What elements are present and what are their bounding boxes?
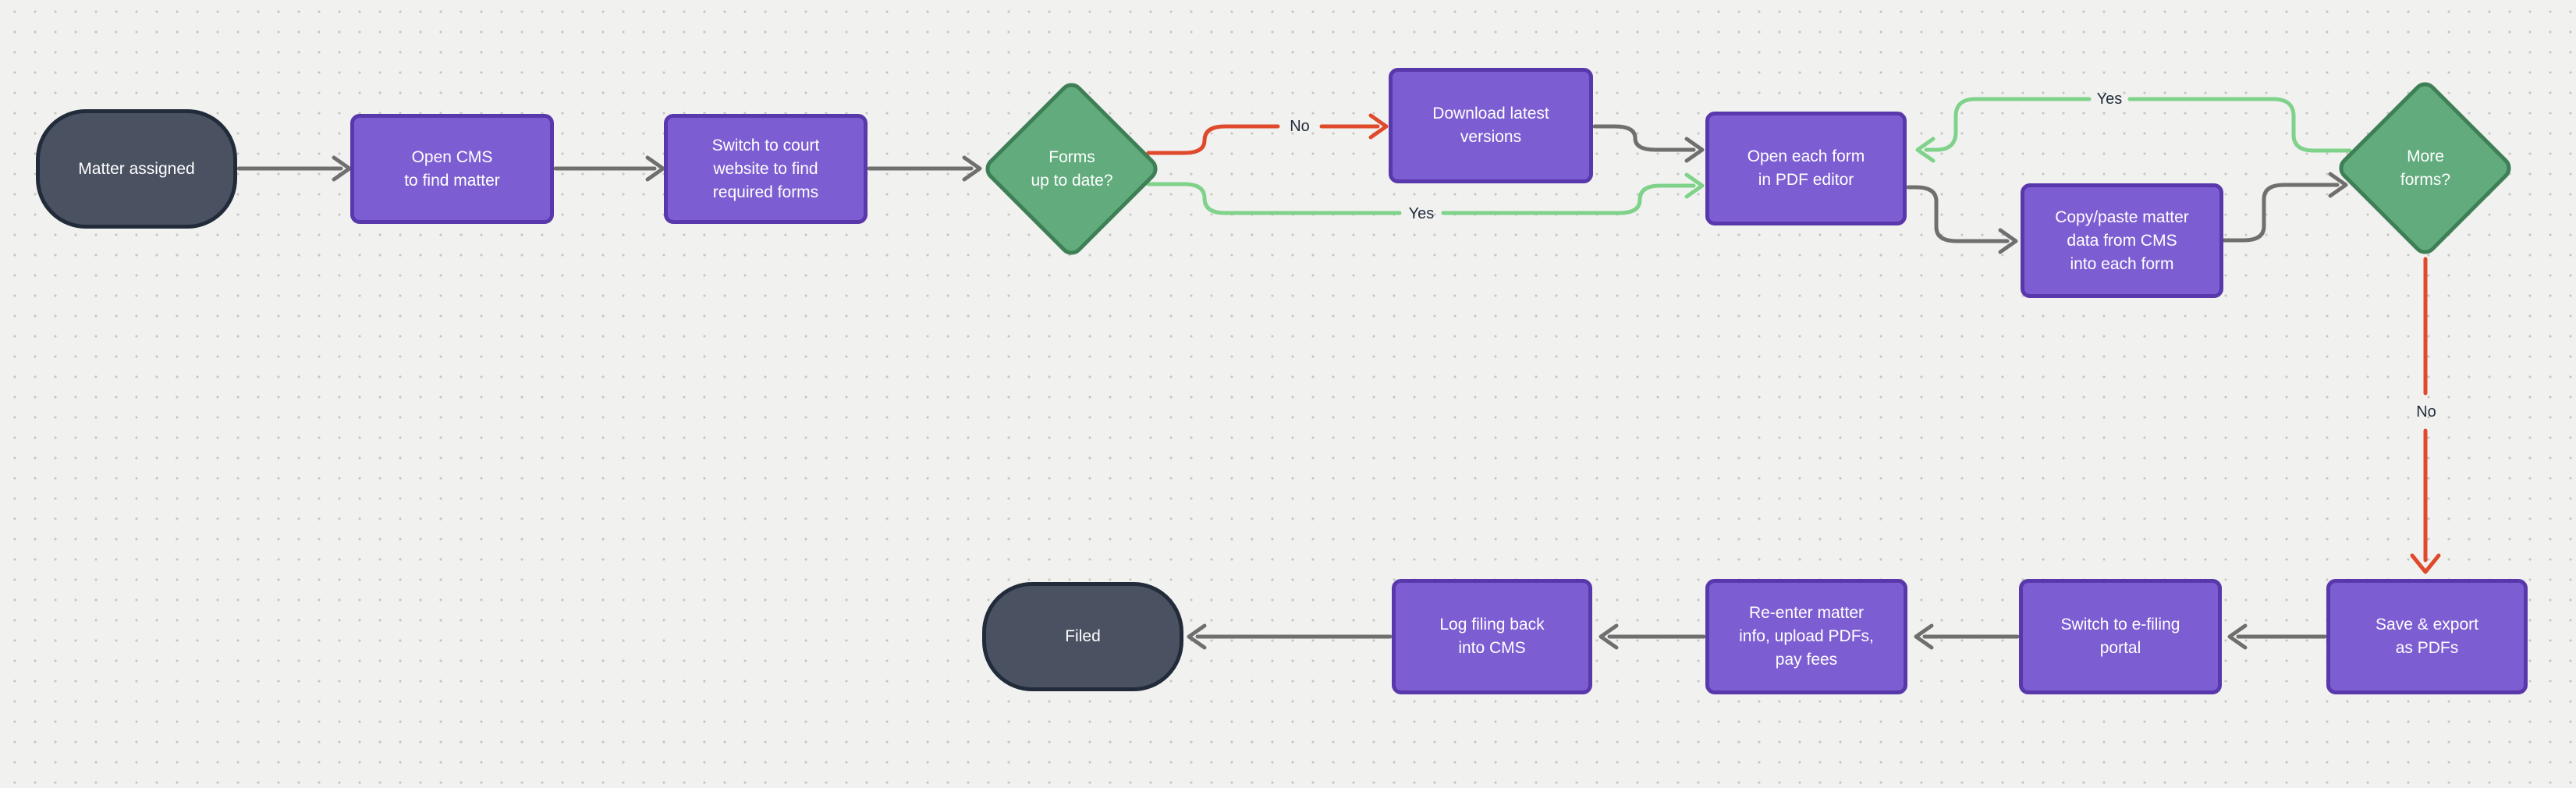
node-filed-label: Filed [1065,627,1101,645]
node-filed[interactable]: Filed [982,582,1183,691]
edge-reenter-to-log-filing[interactable] [1598,623,1706,650]
edge-open-cms-to-court-website[interactable] [553,155,665,182]
node-reenter-matter-info-label: Re-enter matter info, upload PDFs, pay f… [1739,604,1874,669]
edge-label-forms-no: No [1290,118,1310,135]
node-log-filing-back-label: Log filing back into CMS [1439,616,1545,657]
node-open-each-form[interactable]: Open each form in PDF editor [1705,112,1907,225]
node-more-forms-label: More forms? [2400,147,2451,189]
edge-start-to-open-cms[interactable] [236,155,352,182]
edge-efiling-to-reenter[interactable] [1914,623,2020,650]
node-open-cms[interactable]: Open CMS to find matter [350,114,554,224]
edge-more-forms-yes-loop[interactable] [1915,97,2352,163]
edge-copy-paste-to-more-forms[interactable] [2221,172,2348,243]
edge-open-each-form-to-copy-paste[interactable] [1906,185,2018,254]
node-forms-up-to-date-label: Forms up to date? [1031,148,1113,190]
edge-log-filing-to-filed[interactable] [1187,623,1393,650]
node-save-export-pdfs[interactable]: Save & export as PDFs [2326,579,2528,694]
node-matter-assigned-label: Matter assigned [78,159,195,178]
edge-forms-yes-to-open-each-form[interactable] [1146,172,1705,215]
edge-more-forms-no-to-save-export[interactable] [2410,257,2441,574]
node-switch-efiling-portal-label: Switch to e-filing portal [2060,616,2180,657]
node-matter-assigned[interactable]: Matter assigned [36,109,237,229]
node-open-cms-label: Open CMS to find matter [404,147,500,190]
node-log-filing-back[interactable]: Log filing back into CMS [1392,579,1592,694]
node-switch-court-website[interactable]: Switch to court website to find required… [664,114,868,224]
edge-download-to-open-each-form[interactable] [1592,124,1705,163]
node-reenter-matter-info[interactable]: Re-enter matter info, upload PDFs, pay f… [1705,579,1907,694]
edge-court-website-to-forms-decision[interactable] [867,155,982,182]
node-open-each-form-label: Open each form in PDF editor [1747,147,1865,189]
edge-label-forms-yes: Yes [1408,205,1435,222]
edge-label-more-forms-yes: Yes [2096,91,2123,108]
node-copy-paste-matter-data[interactable]: Copy/paste matter data from CMS into eac… [2021,183,2223,298]
node-copy-paste-matter-data-label: Copy/paste matter data from CMS into eac… [2055,208,2189,273]
edge-forms-no-to-download[interactable] [1146,113,1389,155]
node-download-latest-versions[interactable]: Download latest versions [1389,68,1593,183]
edge-label-more-forms-no: No [2416,403,2436,421]
node-save-export-pdfs-label: Save & export as PDFs [2376,616,2478,657]
node-download-latest-versions-label: Download latest versions [1432,105,1549,146]
node-switch-court-website-label: Switch to court website to find required… [711,136,820,201]
edge-save-export-to-efiling[interactable] [2227,623,2327,650]
node-switch-efiling-portal[interactable]: Switch to e-filing portal [2019,579,2222,694]
